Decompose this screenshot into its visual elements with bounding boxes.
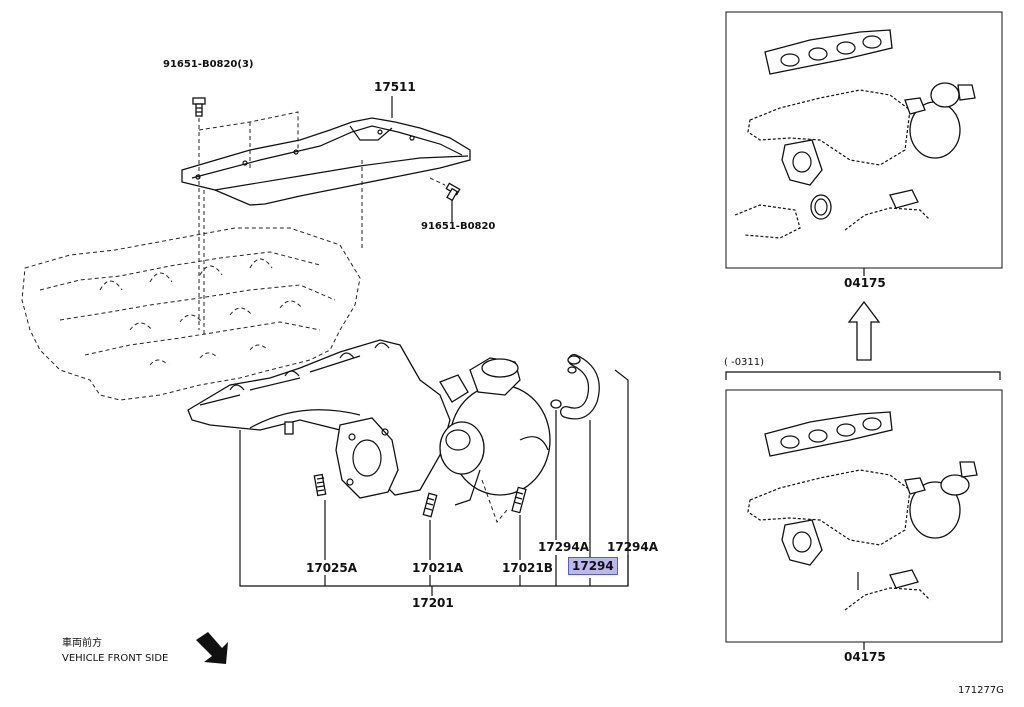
label-bolt-side[interactable]: 91651-B0820 xyxy=(421,221,496,232)
up-arrow-icon xyxy=(847,300,881,361)
stud-17021a-icon xyxy=(422,492,438,518)
cylinder-head xyxy=(21,227,361,401)
label-clamp-right[interactable]: 17294A xyxy=(607,540,659,554)
stud-17025a-icon xyxy=(313,473,327,497)
kit-bottom-illustration xyxy=(747,411,978,611)
label-heat-insulator[interactable]: 17511 xyxy=(374,80,416,94)
direction-arrow-icon xyxy=(196,632,228,664)
bolt-top-icon xyxy=(192,97,206,117)
label-manifold-assy[interactable]: 17201 xyxy=(412,596,454,610)
manifold-flange xyxy=(335,417,399,499)
bolt-side-icon xyxy=(445,182,461,202)
label-hose-selected[interactable]: 17294 xyxy=(568,557,618,575)
label-clamp-left[interactable]: 17294A xyxy=(538,540,590,554)
range-note: ( -0311) xyxy=(724,357,765,368)
heat-insulator xyxy=(181,117,471,206)
label-stud-b[interactable]: 17021A xyxy=(412,561,464,575)
direction-jp: 車両前方 xyxy=(62,638,102,649)
stud-17021b-icon xyxy=(511,486,527,514)
figure-code: 171277G xyxy=(958,685,1004,696)
oil-hose xyxy=(550,354,600,420)
exhaust-manifold xyxy=(187,339,451,496)
label-kit-bottom[interactable]: 04175 xyxy=(844,650,886,664)
direction-en: VEHICLE FRONT SIDE xyxy=(62,653,169,664)
label-stud-c[interactable]: 17021B xyxy=(502,561,553,575)
label-kit-top[interactable]: 04175 xyxy=(844,276,886,290)
label-bolt-top[interactable]: 91651-B0820(3) xyxy=(163,59,254,70)
label-stud-a[interactable]: 17025A xyxy=(306,561,358,575)
kit-top-illustration xyxy=(734,29,976,239)
turbocharger xyxy=(439,357,551,506)
